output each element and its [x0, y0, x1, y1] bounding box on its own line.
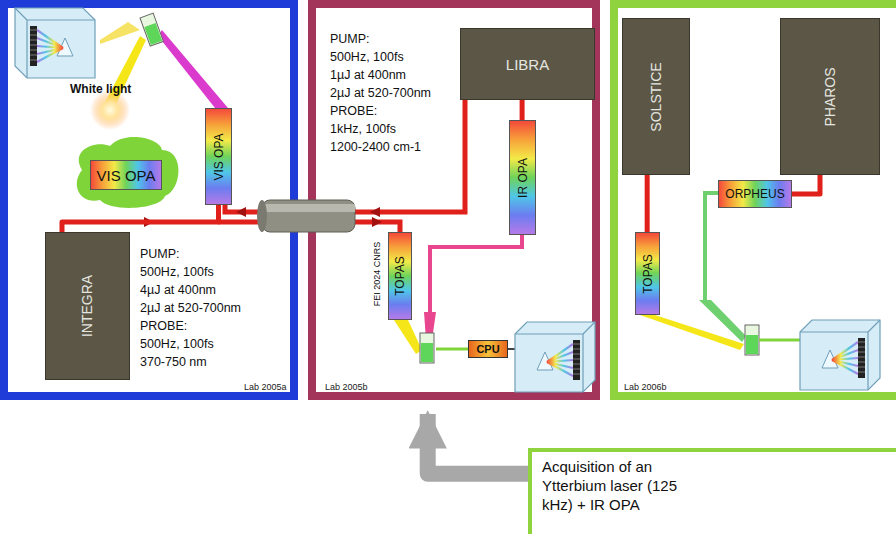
box-label: VIS OPA	[97, 167, 156, 184]
spec-text: 500Hz, 100fs	[330, 50, 404, 64]
laser-beam	[792, 175, 820, 194]
box-label: LIBRA	[506, 56, 549, 73]
box-label: ORPHEUS	[725, 187, 784, 201]
spec-text: White light	[70, 82, 131, 96]
box-label: VIS OPA	[212, 133, 226, 180]
laser-beam	[62, 205, 219, 232]
box-label: CPU	[476, 343, 499, 355]
box-title: Lab 2005b	[325, 382, 368, 392]
laser-beam	[520, 100, 525, 120]
laser-box: INTEGRA	[45, 232, 130, 380]
spec-text: 500Hz, 100fs	[140, 337, 214, 351]
spec-text: PROBE:	[330, 104, 377, 118]
opa-box: VIS OPA	[205, 108, 232, 205]
opa-box: TOPAS	[388, 232, 412, 320]
cpu-box: CPU	[468, 340, 508, 358]
box-label: PHAROS	[822, 67, 838, 126]
spec-text: 2µJ at 520-700nm	[140, 301, 241, 315]
spec-text: 370-750 nm	[140, 355, 207, 369]
opa-box: VIS OPA	[90, 160, 162, 190]
laser-box: PHAROS	[780, 18, 880, 175]
lab-panel: Lab 2006b SOLSTICE PHAROS ORPHEUS TOPAS	[610, 0, 896, 400]
spec-text: PUMP:	[330, 32, 370, 46]
box-label: INTEGRA	[79, 275, 95, 337]
spec-text: 1200-2400 cm-1	[330, 140, 421, 154]
box-title: Acquisition of an Ytterbium laser (125 k…	[542, 458, 688, 514]
spec-text: PROBE:	[140, 319, 187, 333]
spec-text: 4µJ at 400nm	[140, 283, 216, 297]
credit-label: FEI 2024 CNRS	[372, 242, 382, 307]
box-label: SOLSTICE	[648, 62, 664, 131]
laser-box: SOLSTICE	[622, 18, 690, 175]
upgrade-arrow	[428, 414, 528, 474]
laser-box: LIBRA	[460, 28, 595, 100]
spec-text: 1µJ at 400nm	[330, 68, 406, 82]
spec-text: 2µJ at 520-700nm	[330, 86, 431, 100]
box-title: Lab 2005a	[244, 382, 287, 392]
spec-text: PUMP:	[140, 247, 180, 261]
opa-box: IR OPA	[509, 120, 536, 235]
spec-text: 1kHz, 100fs	[330, 122, 396, 136]
box-label: TOPAS	[393, 256, 407, 296]
spec-text: 500Hz, 100fs	[140, 265, 214, 279]
laser-beam	[645, 175, 650, 232]
opa-box: TOPAS	[635, 232, 660, 315]
opa-box: ORPHEUS	[718, 180, 792, 208]
box-label: IR OPA	[516, 158, 530, 198]
box-label: TOPAS	[641, 254, 655, 294]
box-title: Lab 2006b	[624, 382, 667, 392]
note-box: Acquisition of an Ytterbium laser (125 k…	[528, 448, 896, 534]
